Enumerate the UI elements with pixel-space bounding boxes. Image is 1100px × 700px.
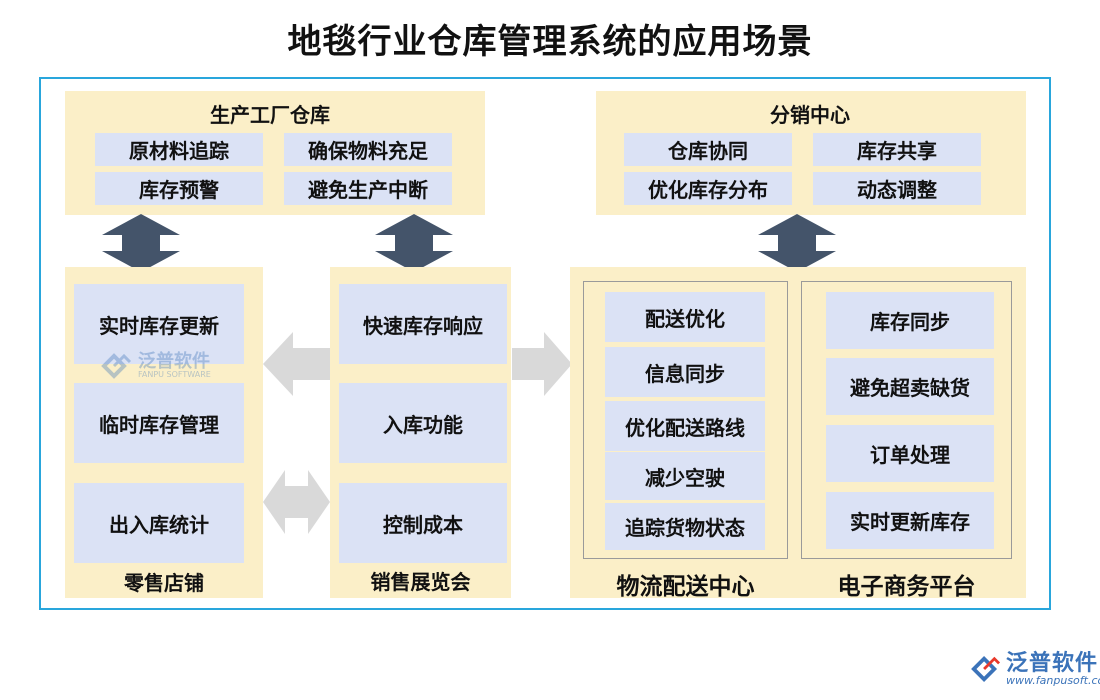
ecommerce-item-2: 避免超卖缺货 (826, 358, 994, 415)
arrow-right-icon (512, 332, 572, 396)
distribution-item-3: 优化库存分布 (624, 172, 792, 205)
fanpu-logo-icon (971, 656, 1000, 683)
brand-url: www.fanpusoft.com (1006, 674, 1100, 688)
double-arrow-vertical-icon (102, 214, 180, 272)
logistics-center-label: 物流配送中心 (616, 574, 755, 600)
factory-item-3: 库存预警 (95, 172, 263, 205)
double-arrow-vertical-icon (375, 214, 453, 272)
expo-item-3: 控制成本 (339, 483, 507, 563)
ecommerce-item-4: 实时更新库存 (826, 492, 994, 549)
expo-item-2: 入库功能 (339, 383, 507, 463)
double-arrow-horizontal-icon (263, 470, 330, 534)
retail-store-label: 零售店铺 (124, 571, 204, 595)
retail-item-2: 临时库存管理 (74, 383, 244, 463)
sales-expo-label: 销售展览会 (370, 570, 471, 594)
retail-item-1: 实时库存更新 (74, 284, 244, 364)
factory-warehouse-heading: 生产工厂仓库 (210, 103, 330, 127)
ecommerce-platform-label: 电子商务平台 (837, 574, 976, 600)
distribution-center-heading: 分销中心 (770, 103, 850, 127)
logistics-item-2: 信息同步 (605, 347, 765, 397)
factory-item-2: 确保物料充足 (284, 133, 452, 166)
factory-item-4: 避免生产中断 (284, 172, 452, 205)
distribution-item-2: 库存共享 (813, 133, 981, 166)
diagram-frame (39, 77, 1051, 610)
brand-logo: 泛普软件 www.fanpusoft.com (970, 652, 1100, 687)
brand-name: 泛普软件 (1006, 651, 1099, 676)
distribution-item-4: 动态调整 (813, 172, 981, 205)
watermark-brand: 泛普软件 (138, 351, 210, 372)
fanpu-logo-icon (101, 353, 132, 379)
ecommerce-platform-group (801, 281, 1012, 559)
expo-item-1: 快速库存响应 (339, 284, 507, 364)
logistics-item-5: 追踪货物状态 (605, 503, 765, 550)
arrow-left-icon (263, 332, 330, 396)
logistics-item-4: 减少空驶 (605, 452, 765, 500)
distribution-item-1: 仓库协同 (624, 133, 792, 166)
factory-item-1: 原材料追踪 (95, 133, 263, 166)
watermark-brand-en: FANPU SOFTWARE (138, 370, 211, 379)
logistics-center-group (583, 281, 788, 559)
page-title: 地毯行业仓库管理系统的应用场景 (287, 22, 813, 62)
logistics-item-1: 配送优化 (605, 292, 765, 342)
watermark-center: 泛普软件 FANPU SOFTWARE (100, 352, 211, 380)
logistics-item-3: 优化配送路线 (605, 401, 765, 451)
retail-item-3: 出入库统计 (74, 483, 244, 563)
ecommerce-item-3: 订单处理 (826, 425, 994, 482)
double-arrow-vertical-icon (758, 214, 836, 272)
ecommerce-item-1: 库存同步 (826, 292, 994, 349)
